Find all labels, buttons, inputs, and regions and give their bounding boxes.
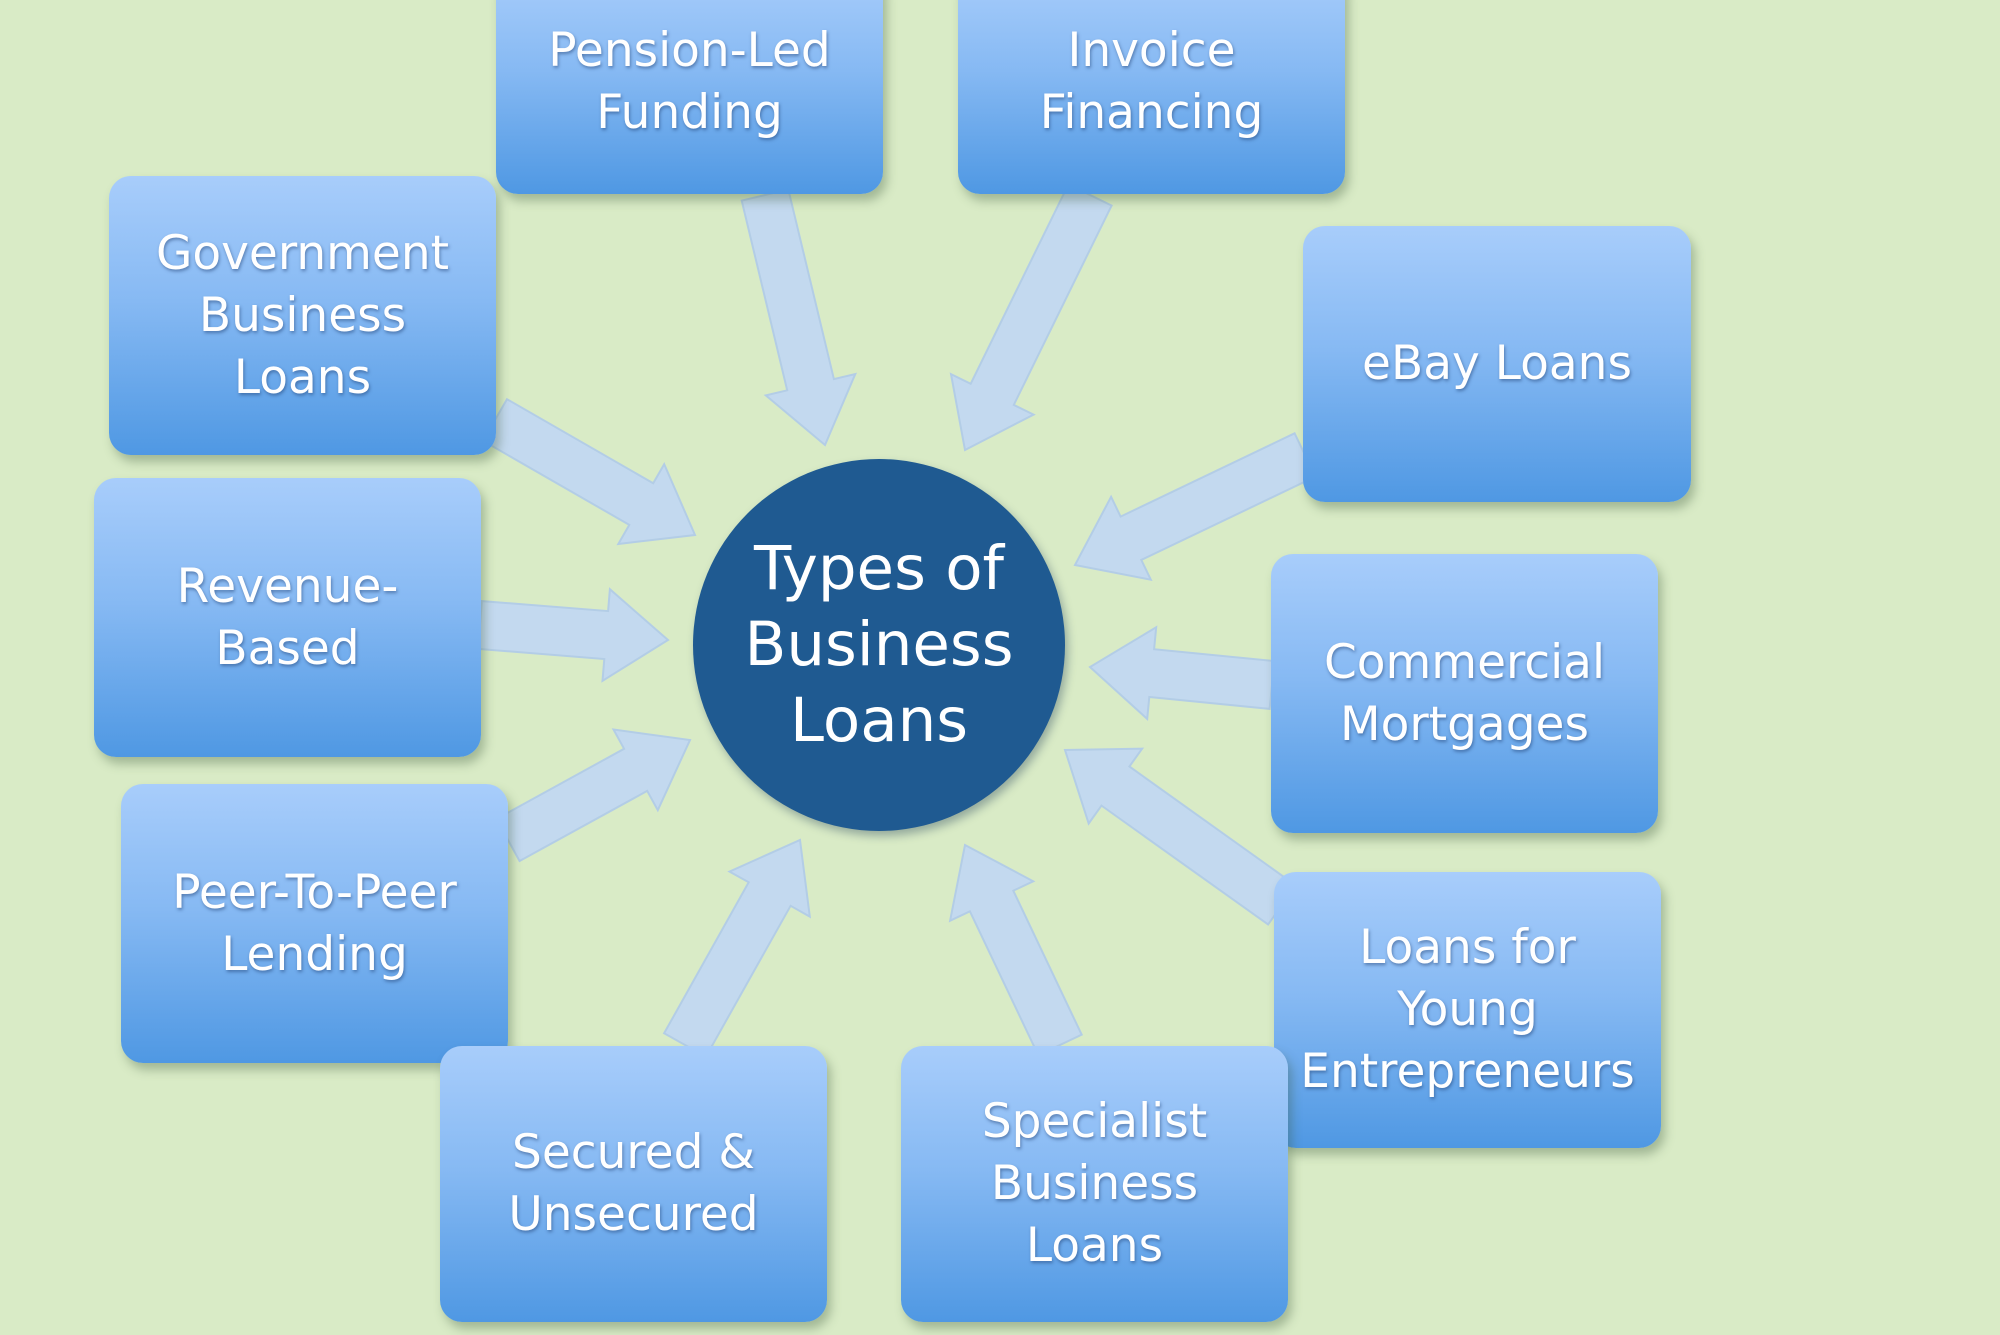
node-label: Loans for Young Entrepreneurs [1300,920,1635,1099]
node-pension-led-funding: Pension-Led Funding [496,0,883,194]
arrow-government-business-loans [481,397,697,546]
node-label: Secured & Unsecured [508,1125,759,1242]
node-label: Revenue- Based [176,558,399,676]
node-label: Invoice Financing [1039,23,1264,140]
arrow-secured-unsecured [662,838,812,1059]
arrow-pension-led-funding [740,188,857,447]
node-ebay-loans: eBay Loans [1303,226,1691,502]
arrow-ebay-loans [1073,431,1317,582]
node-specialist-business-loans: Specialist Business Loans [901,1046,1288,1322]
arrow-commercial-mortgages [1088,625,1276,721]
node-loans-for-young-entrepreneurs: Loans for Young Entrepreneurs [1274,872,1661,1148]
arrow-revenue-based [477,587,670,683]
node-label: eBay Loans [1362,336,1632,391]
arrow-loans-for-young-entrepreneurs [1063,747,1298,926]
node-government-business-loans: Government Business Loans [109,176,496,455]
arrow-specialist-business-loans [948,843,1084,1057]
node-revenue-based: Revenue- Based [94,478,481,757]
center-title: Types of Business Loans [744,533,1014,756]
node-label: Pension-Led Funding [548,23,831,140]
center-circle: Types of Business Loans [693,459,1065,831]
node-label: Commercial Mortgages [1323,634,1606,752]
node-peer-to-peer-lending: Peer-To-Peer Lending [121,784,508,1063]
node-invoice-financing: Invoice Financing [958,0,1345,194]
node-commercial-mortgages: Commercial Mortgages [1271,554,1658,833]
node-label: Peer-To-Peer Lending [172,864,457,982]
node-label: Specialist Business Loans [981,1094,1208,1273]
node-secured-unsecured: Secured & Unsecured [440,1046,827,1322]
arrow-peer-to-peer-lending [495,728,692,863]
node-label: Government Business Loans [155,225,450,405]
arrow-invoice-financing [949,183,1113,452]
